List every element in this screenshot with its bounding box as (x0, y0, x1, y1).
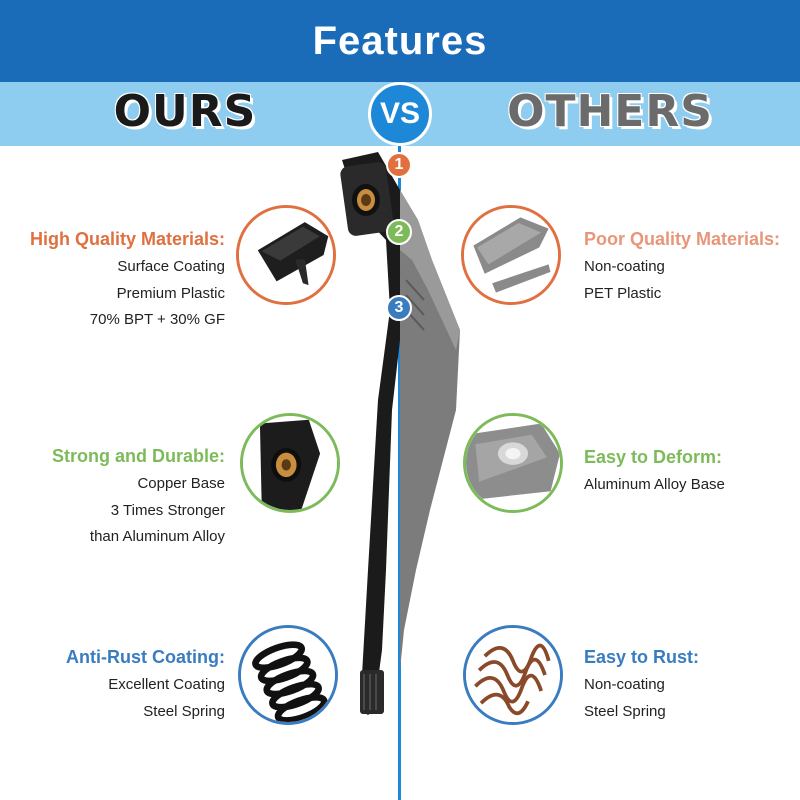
vs-badge: VS (368, 82, 432, 146)
ours-feature-2-line-2: 3 Times Stronger (110, 501, 225, 519)
ours-feature-3-line-2: Steel Spring (143, 702, 225, 720)
others-feature-3: Easy to Rust: Non-coating Steel Spring (584, 646, 699, 725)
others-feature-1-line-2: PET Plastic (584, 284, 662, 302)
vs-label: VS (379, 97, 421, 130)
ours-feature-2: Strong and Durable: Copper Base 3 Times … (52, 445, 225, 551)
coated-arm-end-icon (236, 205, 336, 305)
rusty-spring-icon (463, 625, 563, 725)
wiper-arm-image (340, 152, 460, 715)
others-feature-3-line-2: Steel Spring (584, 702, 666, 720)
ours-feature-1-line-2: Premium Plastic (116, 284, 225, 302)
uncoated-arm-end-icon (461, 205, 561, 305)
ours-label: OURS (113, 86, 257, 137)
aluminum-base-icon (463, 413, 563, 513)
others-label: OTHERS (507, 86, 713, 137)
ours-feature-1-heading: High Quality Materials: (29, 229, 225, 249)
ours-feature-2-heading: Strong and Durable: (51, 446, 225, 466)
ours-feature-3-line-1: Excellent Coating (108, 676, 225, 693)
ours-feature-2-line-3: than Aluminum Alloy (89, 528, 225, 545)
ours-feature-1: High Quality Materials: Surface Coating … (30, 228, 225, 334)
marker-3-badge: 3 (386, 295, 412, 321)
black-spring-icon (238, 625, 338, 725)
center-divider (398, 146, 401, 800)
ours-feature-3: Anti-Rust Coating: Excellent Coating Ste… (66, 646, 225, 725)
ours-feature-1-line-1: Surface Coating (117, 258, 225, 275)
ours-feature-1-line-3: 70% BPT + 30% GF (89, 311, 225, 328)
marker-1-badge: 1 (386, 152, 412, 178)
others-feature-1-heading: Poor Quality Materials: (584, 229, 781, 249)
others-feature-2-line-1: Aluminum Alloy Base (584, 476, 725, 493)
others-feature-3-heading: Easy to Rust: (584, 647, 700, 667)
others-feature-1-line-1: Non-coating (584, 258, 665, 275)
title-banner: Features (0, 0, 800, 82)
others-feature-1: Poor Quality Materials: Non-coating PET … (584, 228, 780, 307)
others-feature-2: Easy to Deform: Aluminum Alloy Base (584, 446, 725, 499)
others-feature-2-heading: Easy to Deform: (584, 447, 723, 467)
ours-feature-3-heading: Anti-Rust Coating: (66, 647, 225, 667)
page-title: Features (312, 18, 488, 63)
copper-base-icon (240, 413, 340, 513)
marker-2-badge: 2 (386, 219, 412, 245)
ours-feature-2-line-1: Copper Base (137, 475, 225, 492)
others-feature-3-line-1: Non-coating (584, 676, 665, 693)
